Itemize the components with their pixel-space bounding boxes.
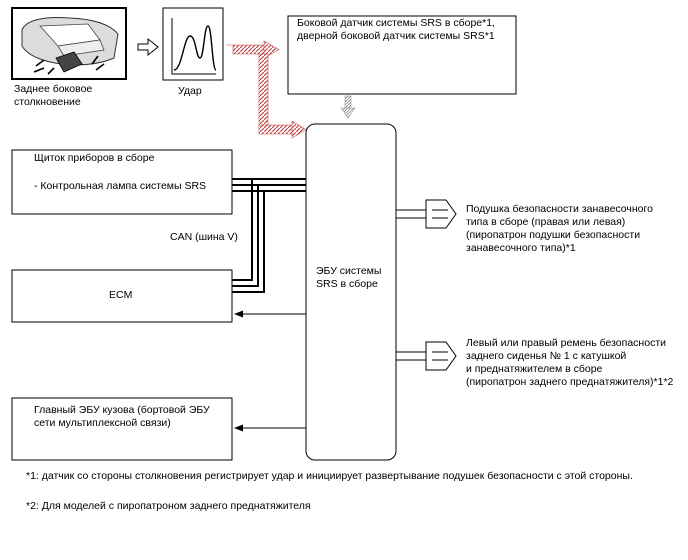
car-collision-illustration	[11, 7, 127, 80]
can-bus-label: CAN (шина V)	[170, 231, 238, 243]
body-ecu-label-line2: сети мультиплексной связи)	[34, 417, 171, 429]
impact-waveform-box	[162, 7, 224, 81]
curtain-airbag-line2: типа в сборе (правая или левая)	[466, 216, 626, 228]
collision-caption-line2: столкновение	[14, 96, 81, 108]
curtain-airbag-line3: (пиропатрон подушки безопасности	[466, 229, 641, 241]
seatbelt-line2: заднего сиденья № 1 с катушкой	[466, 350, 627, 362]
seatbelt-squib-icon	[396, 341, 457, 371]
sensor-to-ecu-arrow	[340, 95, 356, 119]
ecu-label-line2: SRS в сборе	[316, 278, 378, 290]
impact-label: Удар	[178, 85, 202, 97]
seatbelt-line4: (пиропатрон заднего преднатяжителя)*1*2	[466, 376, 674, 388]
srs-ecu-box	[305, 123, 397, 461]
footnote-2: *2: Для моделей с пиропатроном заднего п…	[26, 500, 311, 512]
instrument-panel-warning-lamp: - Контрольная лампа системы SRS	[34, 180, 207, 192]
collision-caption-line1: Заднее боковое	[14, 83, 93, 95]
sensor-label-line2: дверной боковой датчик системы SRS*1	[297, 30, 495, 42]
impact-waveform-icon	[173, 25, 217, 71]
ecm-label: ECM	[109, 289, 133, 301]
curtain-airbag-squib-icon	[396, 199, 457, 229]
sensor-label-line1: Боковой датчик системы SRS в сборе*1,	[297, 17, 495, 29]
arrow-to-impact	[137, 37, 159, 57]
sensor-box	[287, 15, 517, 95]
seatbelt-line1: Левый или правый ремень безопасности	[466, 337, 666, 349]
body-ecu-label-line1: Главный ЭБУ кузова (бортовой ЭБУ	[34, 404, 210, 416]
curtain-airbag-line4: занавесочного типа)*1	[466, 242, 576, 254]
curtain-airbag-line1: Подушка безопасности занавесочного	[466, 203, 653, 215]
ecu-output-arrows	[234, 310, 306, 432]
instrument-panel-box	[11, 149, 233, 215]
main-body-ecu-box	[11, 397, 233, 461]
footnote-1: *1: датчик со стороны столкновения регис…	[26, 470, 633, 482]
seatbelt-line3: и преднатяжителем в сборе	[466, 363, 603, 375]
ecu-label-line1: ЭБУ системы	[316, 265, 382, 277]
instrument-panel-title: Щиток приборов в сборе	[34, 152, 155, 164]
ecm-box	[11, 269, 233, 323]
can-bus-lines	[232, 178, 306, 293]
impact-signal-arrow	[226, 40, 307, 139]
